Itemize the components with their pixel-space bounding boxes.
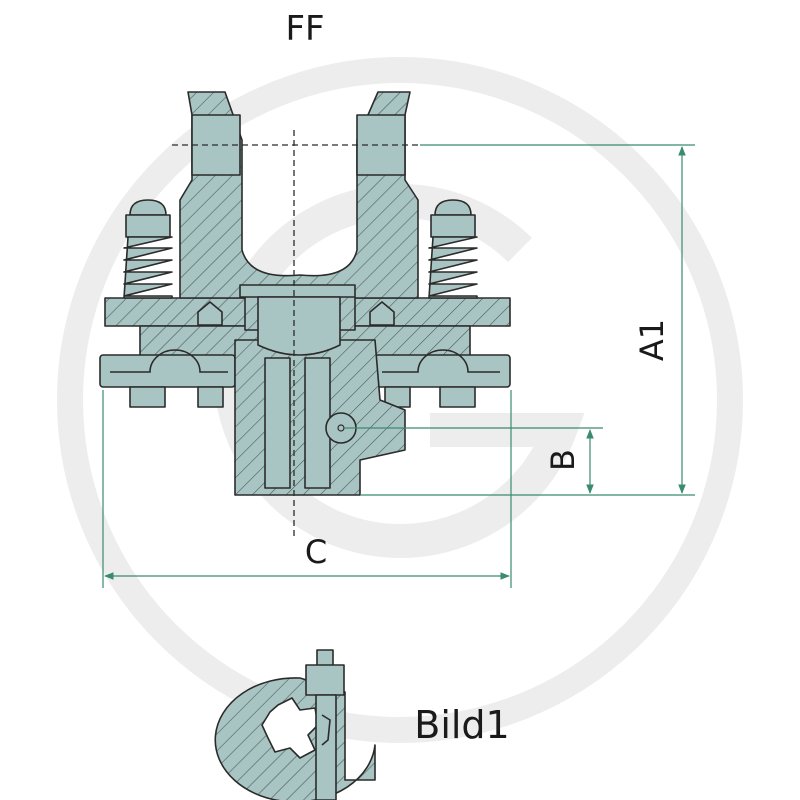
flange-pin-right [369, 301, 395, 326]
detail-bild1 [214, 649, 376, 800]
label-c: C [305, 533, 327, 571]
nut-lower-left [129, 386, 224, 408]
dimension-b [345, 427, 603, 494]
spline-bore [264, 357, 331, 489]
spring-bolt-right [428, 199, 478, 299]
center-bolt [239, 284, 356, 356]
spring-bolt-left [123, 199, 173, 299]
label-a1: A1 [633, 319, 671, 361]
flange-pin-left [197, 301, 223, 326]
clamp-ring-right [374, 349, 511, 388]
clamp-ring-left [99, 349, 236, 388]
dimension-c [102, 390, 512, 588]
nut-lower-right [384, 386, 476, 408]
figure-caption: Bild1 [414, 703, 509, 747]
dimension-a1 [360, 144, 695, 496]
label-b: B [544, 449, 582, 471]
drawing-title: FF [285, 9, 324, 49]
yoke-fork [179, 91, 419, 331]
